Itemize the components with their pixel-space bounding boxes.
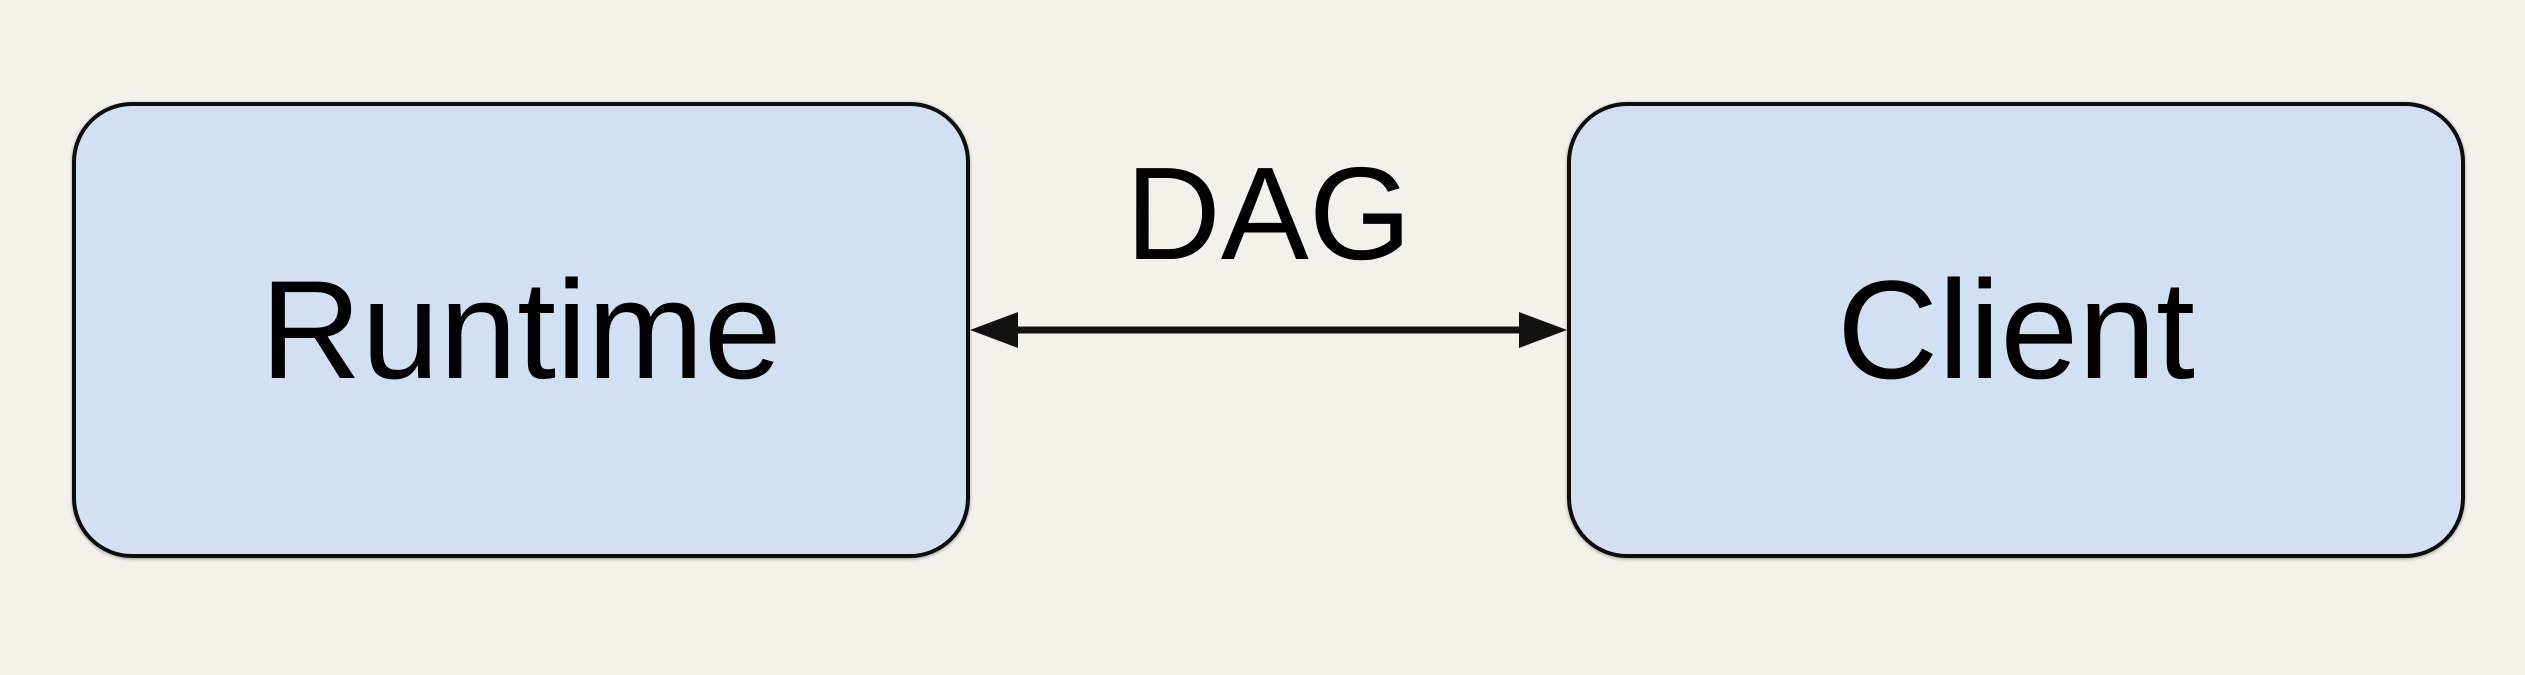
node-client: Client [1567, 102, 2465, 558]
node-client-label: Client [1837, 251, 2195, 408]
arrowhead-left-icon [970, 312, 1018, 348]
node-runtime: Runtime [72, 102, 970, 558]
node-runtime-label: Runtime [260, 251, 782, 408]
arrowhead-right-icon [1519, 312, 1567, 348]
edge-label: DAG [1125, 140, 1412, 287]
dag-edge-arrow [970, 312, 1567, 348]
